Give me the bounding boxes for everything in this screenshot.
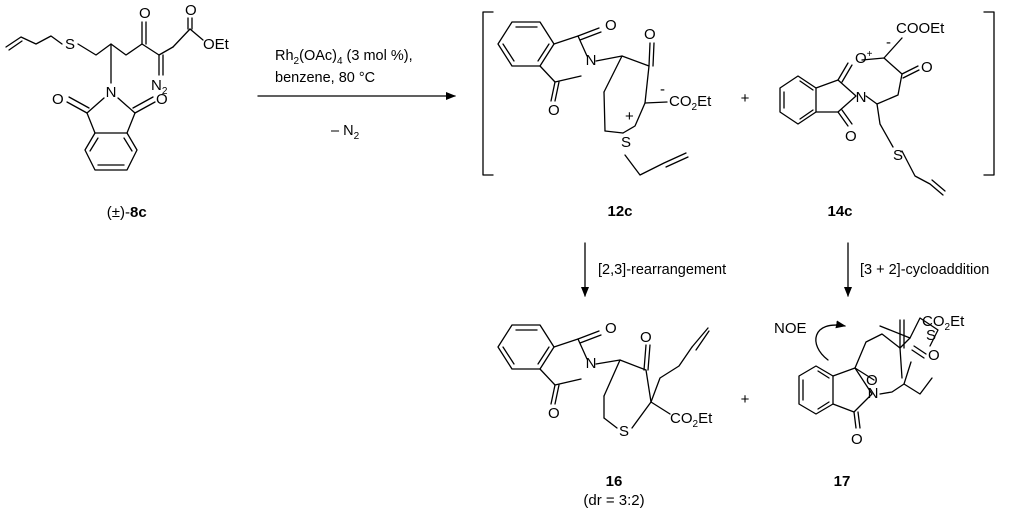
intermediate-14c-structure xyxy=(779,37,946,196)
p17-co2et: CO2Et xyxy=(922,313,965,333)
int14c-cooet: COOEt xyxy=(896,20,945,37)
p16-n-atom: N xyxy=(586,355,597,372)
intermediate-plus-sign: + xyxy=(741,90,750,107)
int14c-minus-charge: - xyxy=(886,34,891,51)
p16-co2et: CO2Et xyxy=(670,410,713,430)
product-label-16: 16 xyxy=(606,473,623,490)
product-plus-sign: + xyxy=(741,391,750,408)
p16-ketone-o: O xyxy=(640,329,652,346)
intermediate-label-12c: 12c xyxy=(607,203,632,220)
condition-catalyst: Rh2(OAc)4 (3 mol %), xyxy=(275,48,413,67)
int14c-ketone-o: O xyxy=(921,59,933,76)
reactant-s-atom: S xyxy=(65,36,75,53)
noe-curved-arrow xyxy=(815,320,846,361)
int12c-s-atom: S xyxy=(621,134,631,151)
step-label-cycloaddition: [3 + 2]-cycloaddition xyxy=(860,262,989,278)
condition-solvent: benzene, 80 °C xyxy=(275,70,375,86)
p17-n-atom: N xyxy=(868,385,879,402)
int12c-plus-charge: + xyxy=(625,108,634,125)
intermediate-12c-structure xyxy=(497,21,689,176)
reactant-8c-structure xyxy=(5,17,204,171)
int12c-co2et: CO2Et xyxy=(669,93,712,113)
reactant-imide-o-right: O xyxy=(156,91,168,108)
left-bracket xyxy=(482,11,494,176)
step-label-rearrangement: [2,3]-rearrangement xyxy=(598,262,726,278)
product-label-17: 17 xyxy=(834,473,851,490)
reactant-ester-o: O xyxy=(185,2,197,19)
p17-bridge-o: O xyxy=(866,372,878,389)
product-17-structure xyxy=(798,317,939,429)
int14c-imide-o: O xyxy=(845,128,857,145)
product-16-structure xyxy=(497,324,710,429)
reactant-label-prefix: (±)- xyxy=(107,204,130,221)
p17-noe-label: NOE xyxy=(774,320,807,337)
int12c-n-atom: N xyxy=(586,52,597,69)
p16-s-atom: S xyxy=(619,423,629,440)
int12c-o-bottom: O xyxy=(548,102,560,119)
reactant-ketone-o: O xyxy=(139,5,151,22)
p16-o-top: O xyxy=(605,320,617,337)
reactant-imide-o-left: O xyxy=(52,91,64,108)
int14c-n-atom: N xyxy=(856,89,867,106)
int12c-ketone-o: O xyxy=(644,26,656,43)
p17-ketone-o: O xyxy=(928,347,940,364)
int14c-s-atom: S xyxy=(893,147,903,164)
int12c-minus-charge: - xyxy=(660,81,665,98)
reactant-label-8c: 8c xyxy=(130,204,147,221)
p17-s-atom: S xyxy=(926,327,936,344)
reactant-n-atom: N xyxy=(106,84,117,101)
p17-imide-o: O xyxy=(851,431,863,448)
intermediate-label-14c: 14c xyxy=(827,203,852,220)
right-bracket xyxy=(983,11,995,176)
reactant-n2: N2 xyxy=(151,77,168,97)
reactant-oet: OEt xyxy=(203,36,230,53)
product-16-dr-note: (dr = 3:2) xyxy=(583,492,644,509)
condition-loss-n2: – N2 xyxy=(331,123,360,142)
int14c-o-plus: O+ xyxy=(855,49,873,67)
p16-o-bottom: O xyxy=(548,405,560,422)
int12c-o-top: O xyxy=(605,17,617,34)
